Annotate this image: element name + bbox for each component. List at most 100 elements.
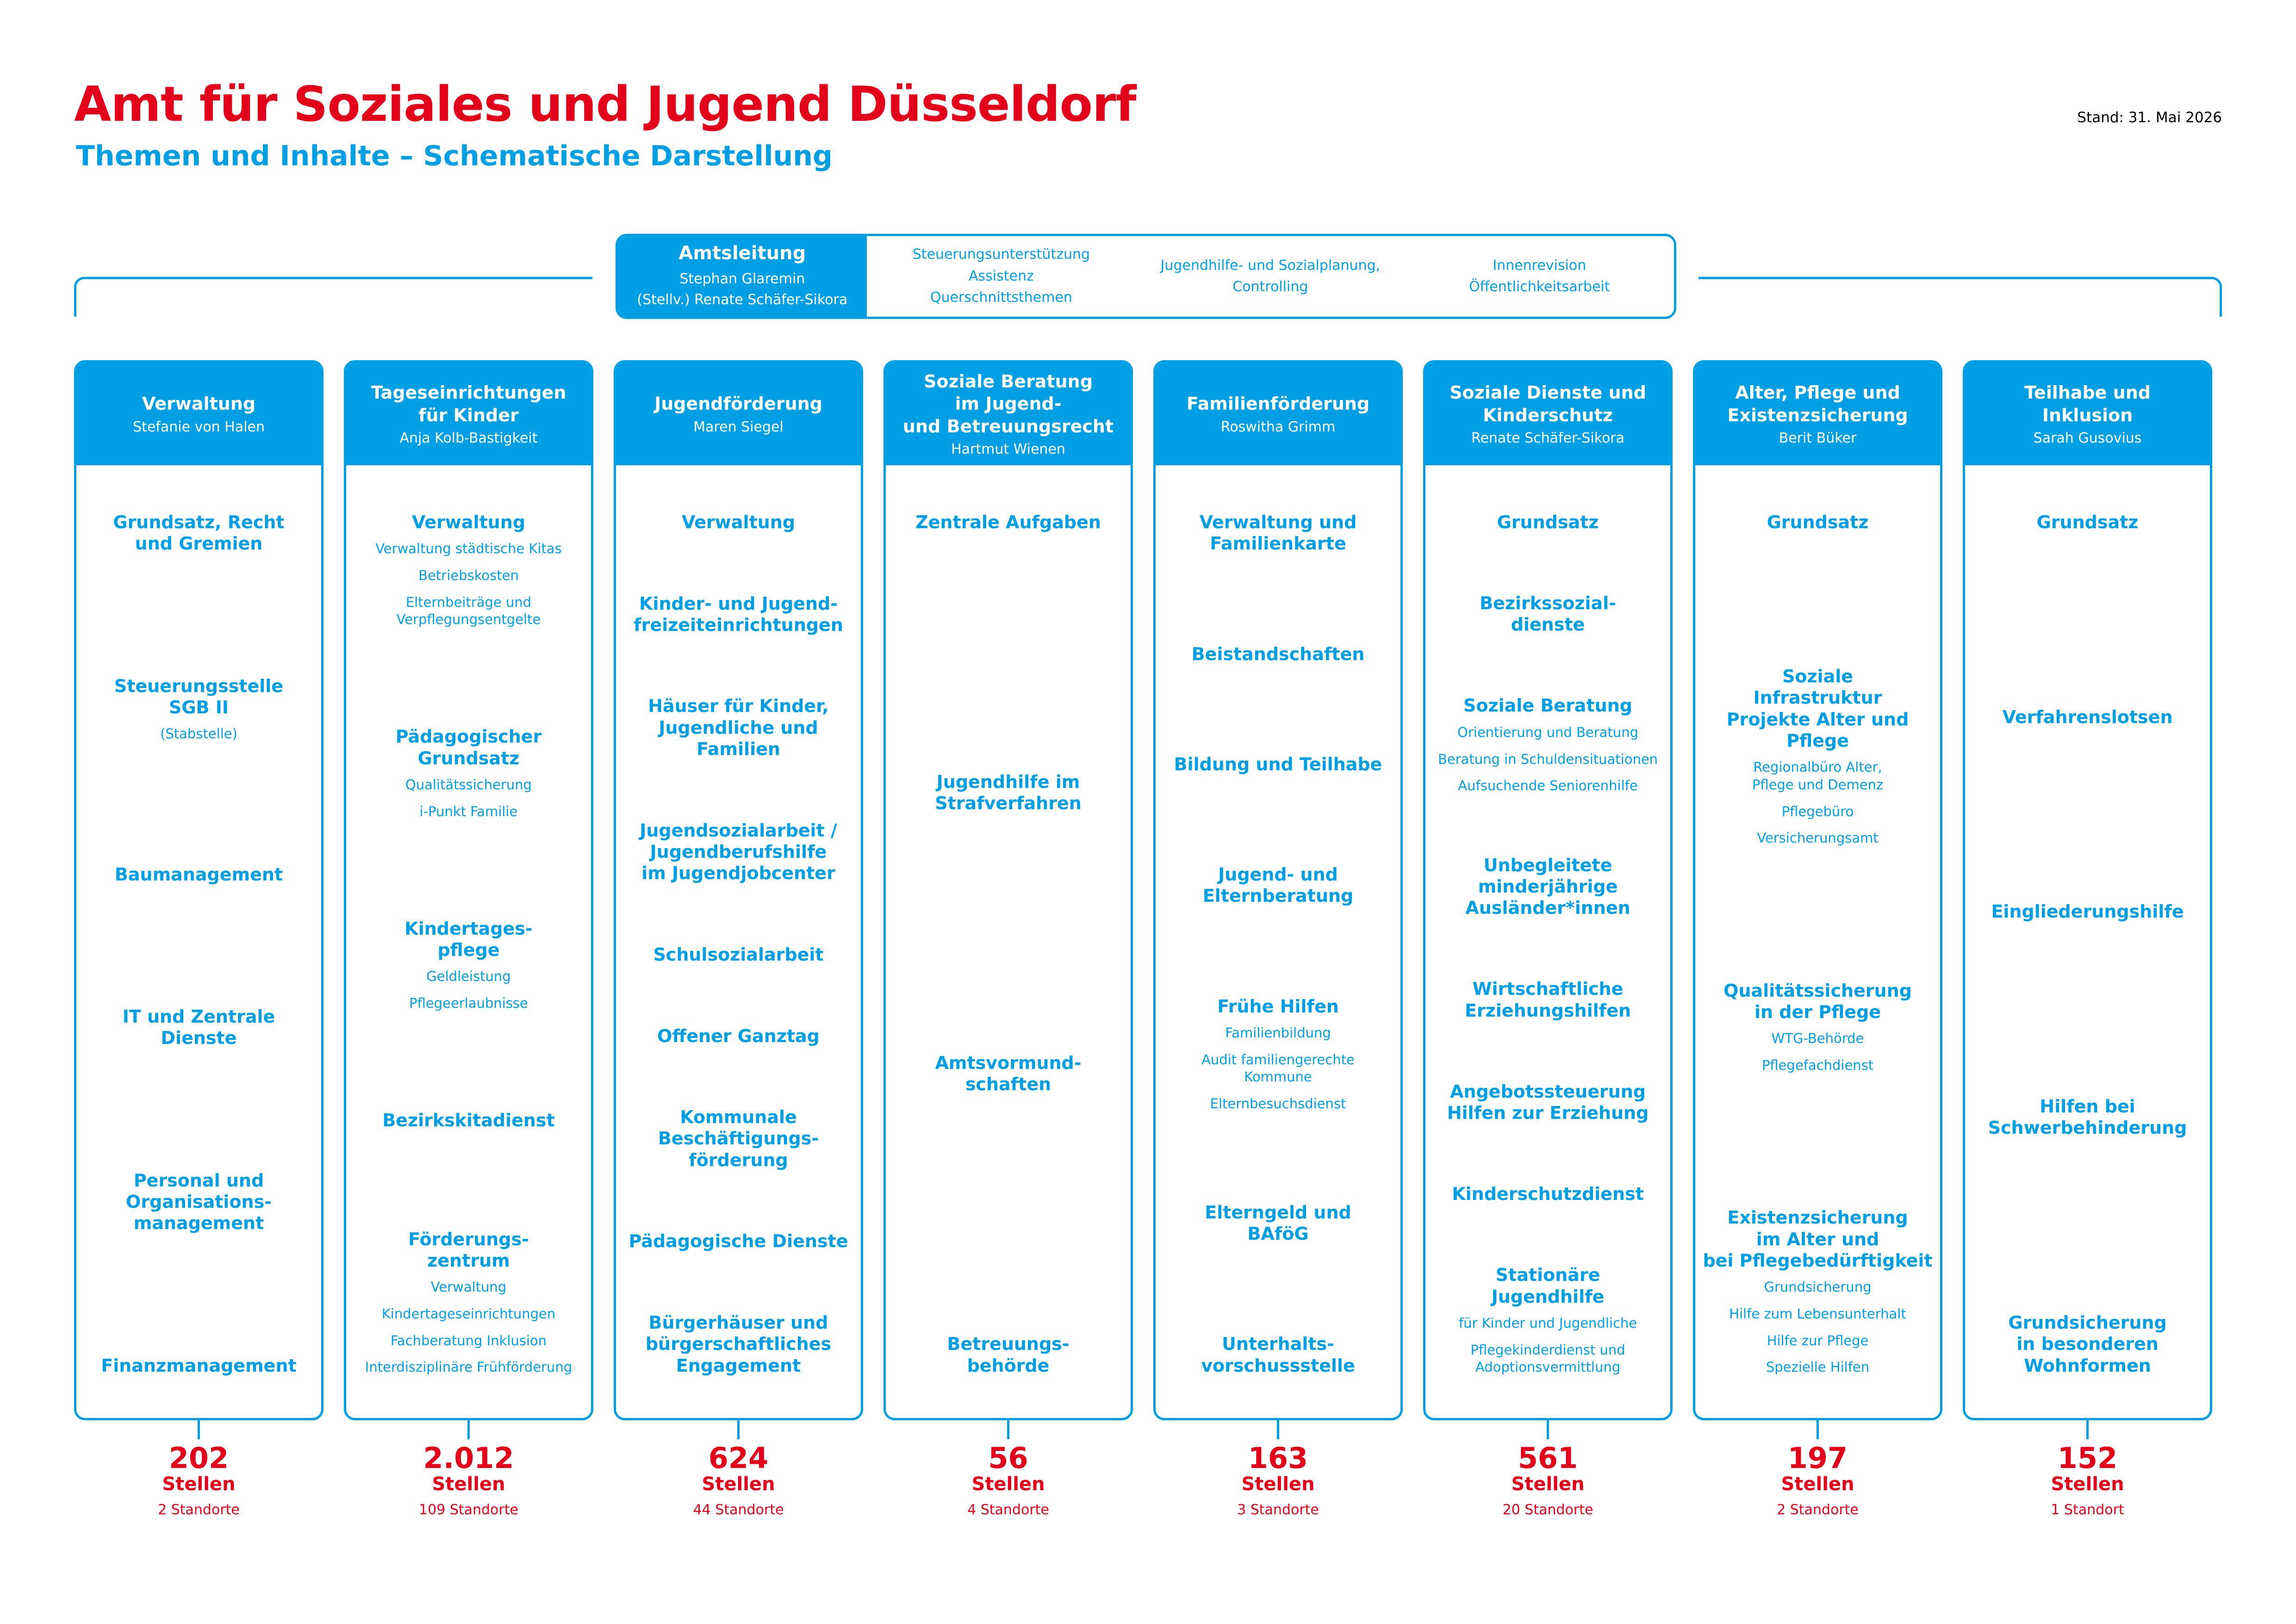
topic-item: Verwaltung und Familienkarte: [1161, 512, 1395, 555]
topic-title: Hilfen bei Schwerbehinderung: [1988, 1096, 2187, 1138]
topic-subitem: Aufsuchende Seniorenhilfe: [1458, 778, 1638, 794]
topic-title: Kinderschutzdienst: [1452, 1184, 1644, 1205]
topic-title: Grundsicherung in besonderen Wohnformen: [2008, 1312, 2167, 1376]
leadership-title: Amtsleitung: [678, 243, 806, 264]
topic-item: Beistandschaften: [1161, 643, 1395, 665]
topic-title: Bezirkssozial- dienste: [1480, 593, 1616, 635]
topic-item: Jugendsozialarbeit / Jugendberufshilfe i…: [622, 820, 855, 884]
department-header: Soziale Beratung im Jugend- und Betreuun…: [886, 362, 1131, 465]
topic-subitem: Orientierung und Beratung: [1457, 724, 1638, 740]
topic-item: Verfahrenslotsen: [1971, 706, 2204, 728]
stat-connector: [1007, 1418, 1009, 1439]
topic-item: Grundsatz: [1701, 512, 1935, 533]
stat-connector: [467, 1418, 470, 1439]
topic-title: Grundsatz, Recht und Gremien: [113, 512, 285, 554]
topic-title: Grundsatz: [2036, 512, 2139, 532]
page-title: Amt für Soziales und Jugend Düsseldorf: [74, 76, 1136, 132]
positions-unit: Stellen: [1241, 1474, 1315, 1495]
topic-subitem: Qualitätssicherung: [405, 777, 532, 793]
topic-subitem: WTG-Behörde: [1771, 1031, 1864, 1047]
topic-subitem: Spezielle Hilfen: [1766, 1359, 1870, 1375]
topic-item: Elterngeld und BAföG: [1161, 1202, 1395, 1245]
department-head-person: Hartmut Wienen: [951, 441, 1065, 457]
topic-subitem: Pflegekinderdienst und Adoptionsvermittl…: [1470, 1342, 1625, 1375]
topic-title: Jugendsozialarbeit / Jugendberufshilfe i…: [640, 820, 837, 884]
positions-unit: Stellen: [2051, 1474, 2124, 1495]
leadership-bar: Amtsleitung Stephan Glaremin (Stellv.) R…: [616, 234, 1676, 319]
topic-subitem: Verwaltung: [430, 1279, 507, 1295]
topic-item: Jugendhilfe im Strafverfahren: [891, 771, 1125, 814]
topic-subitem: Elternbeiträge und Verpflegungsentgelte: [396, 594, 541, 628]
topic-title: Angebotssteuerung Hilfen zur Erziehung: [1447, 1081, 1649, 1124]
topic-item: Baumanagement: [82, 864, 316, 885]
topic-title: Wirtschaftliche Erziehungshilfen: [1464, 979, 1631, 1021]
topic-title: Kinder- und Jugend- freizeiteinrichtunge…: [634, 593, 843, 635]
department-head-person: Maren Siegel: [693, 418, 784, 435]
connector-left: [74, 277, 592, 317]
topic-title: Schulsozialarbeit: [653, 944, 824, 965]
positions-unit: Stellen: [1511, 1474, 1585, 1495]
topic-title: Bezirkskitadienst: [382, 1110, 555, 1131]
topic-title: Personal und Organisations- management: [126, 1170, 272, 1234]
topic-item: Häuser für Kinder, Jugendliche und Famil…: [622, 695, 855, 760]
positions-count: 197: [1787, 1441, 1848, 1475]
topic-title: Elterngeld und BAföG: [1205, 1202, 1351, 1244]
locations-count: 2 Standorte: [1777, 1502, 1859, 1518]
topic-title: Förderungs- zentrum: [408, 1229, 529, 1271]
topic-item: Hilfen bei Schwerbehinderung: [1971, 1096, 2204, 1139]
topic-subitem: Versicherungsamt: [1757, 830, 1879, 846]
topic-item: Zentrale Aufgaben: [891, 512, 1125, 533]
topic-item: Jugend- und Elternberatung: [1161, 864, 1395, 907]
positions-count: 624: [708, 1441, 769, 1475]
stat-connector: [1547, 1418, 1549, 1439]
topic-title: Kindertages- pflege: [404, 918, 533, 960]
topic-subitem: Elternbesuchsdienst: [1210, 1096, 1346, 1112]
topic-subitem: Pflegefachdienst: [1761, 1057, 1874, 1073]
positions-unit: Stellen: [1781, 1474, 1854, 1495]
topic-title: Zentrale Aufgaben: [915, 512, 1101, 532]
topic-title: Pädagogische Dienste: [628, 1231, 848, 1252]
topic-item: Schulsozialarbeit: [622, 944, 855, 965]
topic-subitem: Verwaltung städtische Kitas: [375, 541, 562, 557]
positions-unit: Stellen: [702, 1474, 775, 1495]
topic-title: Stationäre Jugendhilfe: [1491, 1265, 1605, 1307]
positions-count: 56: [988, 1441, 1028, 1475]
topic-title: Unterhalts- vorschussstelle: [1201, 1334, 1355, 1376]
topic-subitem: Pflegebüro: [1781, 803, 1854, 819]
topic-item: Grundsatz, Recht und Gremien: [82, 512, 316, 555]
topic-subitem: Fachberatung Inklusion: [390, 1332, 547, 1349]
topic-title: Baumanagement: [114, 864, 283, 885]
department-head-person: Renate Schäfer-Sikora: [1471, 430, 1625, 446]
positions-unit: Stellen: [162, 1474, 236, 1495]
date-label: Stand: 31. Mai 2026: [2077, 109, 2222, 126]
topic-item: Eingliederungshilfe: [1971, 901, 2204, 922]
department-head-person: Roswitha Grimm: [1220, 418, 1336, 435]
topic-subitem: Hilfe zum Lebensunterhalt: [1729, 1305, 1906, 1322]
leadership-deputy: (Stellv.) Renate Schäfer-Sikora: [637, 292, 848, 308]
topic-title: Grundsatz: [1497, 512, 1599, 532]
department-head-person: Sarah Gusovius: [2033, 430, 2142, 446]
leadership-person: Stephan Glaremin: [679, 271, 805, 287]
topic-title: Existenzsicherung im Alter und bei Pfleg…: [1703, 1207, 1933, 1271]
topic-title: Verwaltung: [681, 512, 796, 532]
topic-title: Finanzmanagement: [101, 1355, 297, 1376]
topic-subitem: Kindertageseinrichtungen: [381, 1305, 556, 1322]
topic-item: IT und Zentrale Dienste: [82, 1006, 316, 1049]
positions-count: 561: [1518, 1441, 1578, 1475]
topic-item: Kinder- und Jugend- freizeiteinrichtunge…: [622, 593, 855, 636]
positions-count: 163: [1248, 1441, 1308, 1475]
topic-item: Unbegleitete minderjährige Ausländer*inn…: [1431, 855, 1665, 919]
department-title: Familienförderung: [1186, 394, 1370, 414]
topic-title: IT und Zentrale Dienste: [122, 1006, 275, 1049]
